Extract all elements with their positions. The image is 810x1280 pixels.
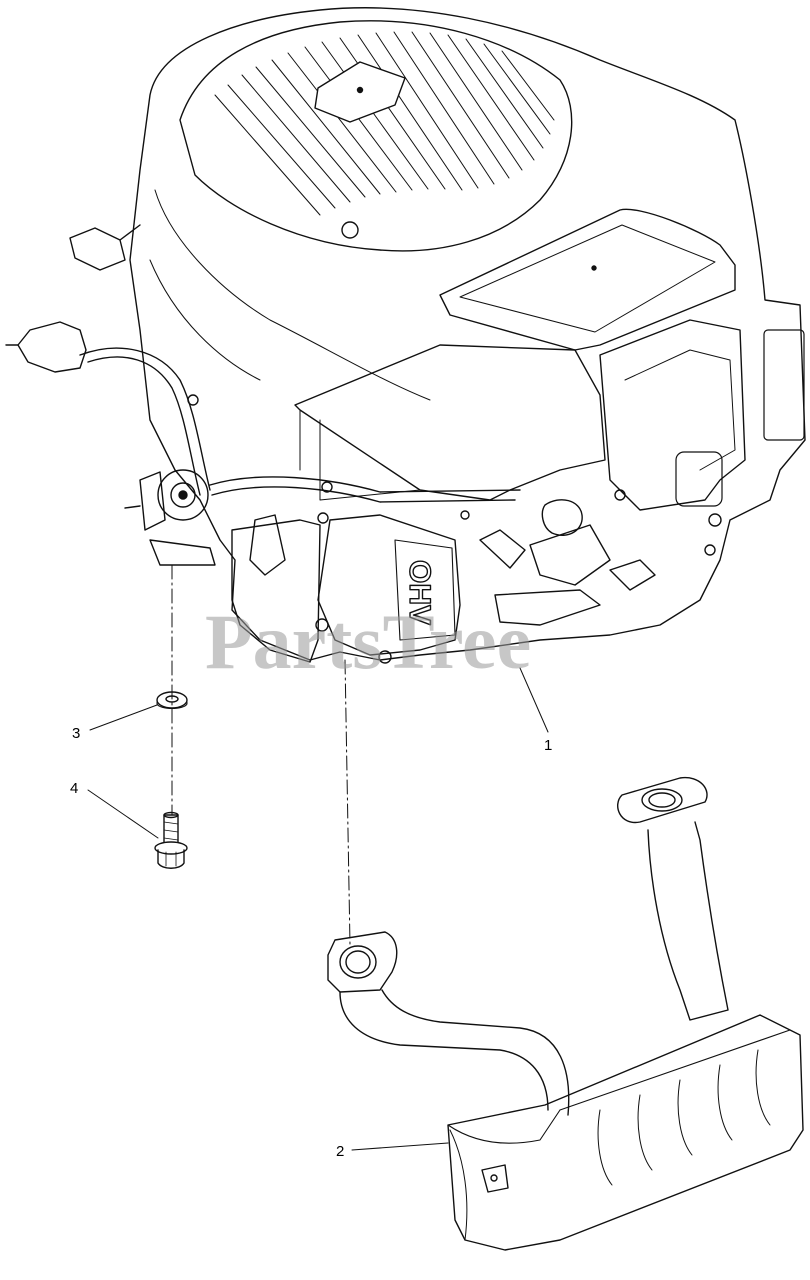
leader-lines bbox=[87, 667, 549, 1151]
air-cleaner-cover bbox=[439, 208, 736, 351]
watermark: PartsTree bbox=[205, 598, 531, 685]
muffler-front-pipe bbox=[339, 989, 570, 1116]
callout-labels: 1 2 3 4 bbox=[70, 725, 552, 1160]
fuel-filter bbox=[17, 321, 87, 373]
engine-bolts bbox=[187, 221, 722, 664]
muffler[interactable] bbox=[327, 776, 804, 1251]
cylinder-head bbox=[599, 319, 746, 511]
shroud-contour bbox=[294, 344, 606, 501]
callout-2: 2 bbox=[336, 1143, 344, 1160]
engine-assembly[interactable]: OHV bbox=[5, 7, 806, 664]
engine-shroud bbox=[129, 7, 806, 661]
fuel-pump bbox=[124, 469, 216, 566]
crankcase-skirt bbox=[231, 519, 321, 663]
blower-housing bbox=[179, 20, 573, 252]
engine-brand-text: OHV bbox=[403, 560, 436, 625]
callout-3: 3 bbox=[72, 725, 80, 742]
fuel-line bbox=[79, 347, 521, 503]
muffler-rear-pipe bbox=[647, 821, 729, 1021]
assembly-center-lines bbox=[171, 564, 351, 946]
flange-bolt[interactable] bbox=[154, 811, 188, 869]
muffler-front-flange bbox=[327, 931, 398, 993]
callout-1: 1 bbox=[544, 737, 552, 754]
muffler-body bbox=[447, 1014, 804, 1251]
callout-4: 4 bbox=[70, 780, 78, 797]
cooling-grille bbox=[214, 31, 555, 216]
ohv-valve-cover bbox=[317, 514, 461, 656]
muffler-rear-flange bbox=[617, 776, 708, 824]
muffler-ribs bbox=[597, 1049, 771, 1186]
wire-connector bbox=[69, 227, 126, 271]
starter-solenoid bbox=[541, 499, 583, 536]
